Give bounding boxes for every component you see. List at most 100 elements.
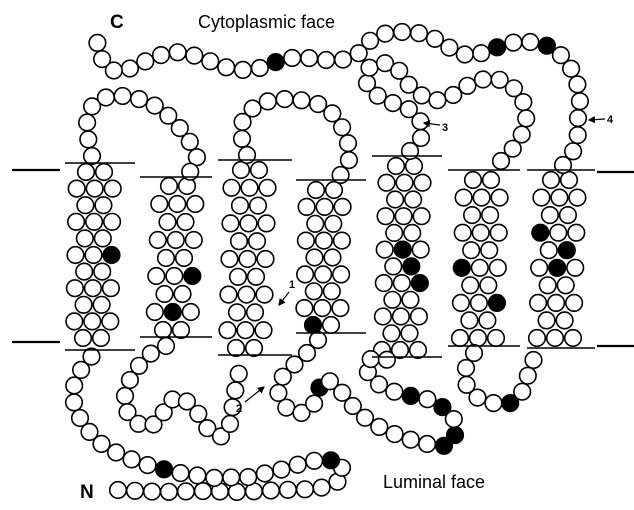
residue-bead [384, 292, 401, 309]
residue-bead [297, 266, 314, 283]
residue-bead [542, 207, 559, 224]
residue-bead [458, 360, 475, 377]
residue-bead [177, 214, 194, 231]
marker-1-label: 1 [289, 279, 295, 291]
residue-bead [454, 224, 471, 241]
residue-bead [80, 131, 97, 148]
residue-bead [548, 295, 565, 312]
residue-bead [441, 39, 458, 56]
residue-bead [402, 431, 419, 448]
residue-bead [313, 479, 330, 496]
residue-bead [413, 130, 430, 147]
residue-bead [178, 483, 195, 500]
residue-bead [359, 75, 376, 92]
residue-bead [275, 368, 292, 385]
residue-bead [334, 232, 351, 249]
residue-bead [139, 457, 156, 474]
highlighted-residue-bead [267, 54, 284, 71]
highlighted-residue-bead [184, 268, 201, 285]
residue-bead [472, 224, 489, 241]
residue-bead [514, 383, 531, 400]
highlighted-residue-bead [489, 39, 506, 56]
residue-bead [316, 232, 333, 249]
residue-bead [168, 232, 185, 249]
residue-bead [244, 100, 261, 117]
residue-bead [238, 286, 255, 303]
residue-bead [324, 283, 341, 300]
residue-bead [222, 416, 239, 433]
residue-bead [237, 322, 254, 339]
residue-bead [150, 232, 167, 249]
residue-bead [86, 180, 103, 197]
residue-bead [260, 93, 277, 110]
residue-bead [68, 180, 85, 197]
residue-bead [257, 251, 274, 268]
residue-bead [452, 330, 469, 347]
residue-bead [246, 340, 263, 357]
residue-bead [541, 242, 558, 259]
highlighted-residue-bead [412, 275, 429, 292]
residue-bead [122, 60, 139, 77]
highlighted-residue-bead [403, 258, 420, 275]
residue-bead [131, 91, 148, 108]
residue-bead [515, 94, 532, 111]
residue-bead [161, 484, 178, 501]
residue-bead [473, 189, 490, 206]
residue-bead [206, 470, 223, 487]
residue-bead [307, 216, 324, 233]
residue-bead [278, 399, 295, 416]
residue-bead [469, 389, 486, 406]
residue-bead [376, 241, 393, 258]
marker-4-arrow [589, 119, 605, 120]
residue-bead [569, 127, 586, 144]
residue-bead [235, 62, 252, 79]
residue-bead [375, 308, 392, 325]
residue-bead [429, 92, 446, 109]
residue-bead [223, 469, 240, 486]
residue-bead [308, 182, 325, 199]
luminal-face-label: Luminal face [383, 472, 485, 492]
residue-bead [95, 230, 112, 247]
residue-bead [251, 162, 268, 179]
residue-bead [228, 340, 245, 357]
residue-bead [324, 249, 341, 266]
n-terminus-label: N [80, 482, 94, 503]
residue-bead [298, 232, 315, 249]
residue-bead [229, 304, 246, 321]
residue-bead [66, 377, 83, 394]
residue-bead [94, 263, 111, 280]
c-terminus-label: C [110, 12, 124, 33]
residue-bead [123, 451, 140, 468]
residue-bead [189, 467, 206, 484]
residue-bead [565, 143, 582, 160]
residue-bead [202, 53, 219, 70]
residue-bead [335, 51, 352, 68]
residue-bead [301, 50, 318, 67]
residue-bead [334, 199, 351, 216]
marker-3-label: 3 [442, 122, 448, 134]
residue-bead [480, 277, 497, 294]
residue-bead [270, 385, 287, 402]
residue-bead [234, 131, 251, 148]
residue-bead [569, 189, 586, 206]
residue-bead [221, 251, 238, 268]
residue-bead [557, 277, 574, 294]
residue-bead [67, 247, 84, 264]
residue-bead [473, 45, 490, 62]
residue-bead [325, 216, 342, 233]
highlighted-residue-bead [549, 260, 566, 277]
residue-bead [95, 197, 112, 214]
residue-bead [231, 233, 248, 250]
residue-bead [386, 426, 403, 443]
residue-bead [297, 481, 314, 498]
residue-bead [318, 52, 335, 69]
highlighted-residue-bead [454, 260, 471, 277]
residue-bead [485, 395, 502, 412]
residue-bead [190, 406, 207, 423]
residue-bead [459, 78, 476, 95]
residue-bead [560, 207, 577, 224]
residue-bead [472, 260, 489, 277]
residue-bead [127, 483, 144, 500]
residue-bead [414, 87, 431, 104]
